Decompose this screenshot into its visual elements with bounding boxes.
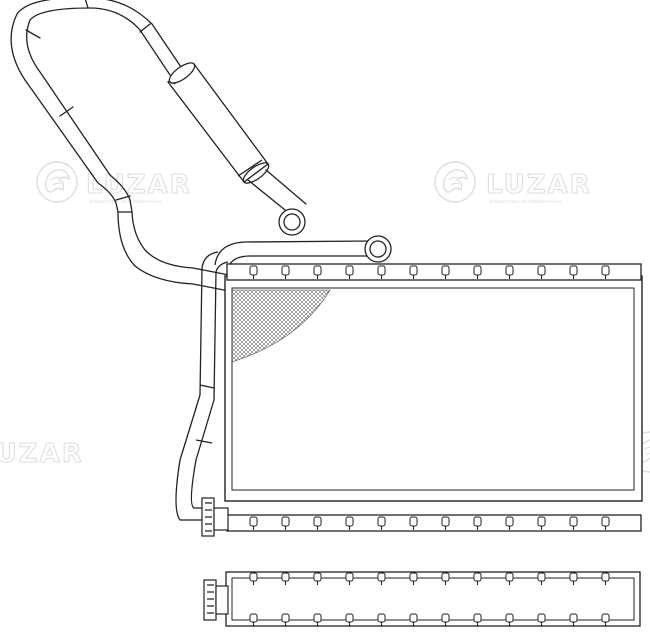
top-header-tank <box>226 263 642 281</box>
tube-slot <box>473 265 482 276</box>
tube-slot <box>569 572 578 582</box>
watermark-brand: LUZAR <box>486 170 592 200</box>
outlet-pipe <box>10 0 256 297</box>
watermark-top-left: LUZAR радиаторы автомобильные <box>36 161 192 205</box>
tube-slot <box>345 265 354 276</box>
tube-slot <box>281 613 290 623</box>
tube-slot <box>377 265 386 276</box>
ribbed-connector <box>201 497 229 537</box>
tube-slot <box>473 572 482 582</box>
tube-slot <box>505 613 514 623</box>
tube-slot <box>249 572 258 582</box>
tube-slot <box>569 613 578 623</box>
tube-slot <box>377 516 386 527</box>
watermark-tagline: радиаторы автомобильные <box>90 199 162 205</box>
tube-slot <box>281 516 290 527</box>
tube-slot <box>441 613 450 623</box>
tube-slot <box>441 516 450 527</box>
tube-slot <box>601 265 610 276</box>
tube-slot <box>409 572 418 582</box>
inlet-fitting <box>364 235 392 263</box>
luzar-emblem-icon <box>36 161 78 203</box>
tube-slot <box>505 516 514 527</box>
tube-slot <box>473 516 482 527</box>
side-view <box>203 571 641 627</box>
tube-slot <box>441 265 450 276</box>
bottom-header-tank <box>226 514 642 532</box>
tube-slot <box>601 613 610 623</box>
tube-slot <box>345 613 354 623</box>
tube-slot <box>377 613 386 623</box>
tube-slot <box>281 572 290 582</box>
watermark-edge-left: LUZAR <box>0 438 84 469</box>
tube-slot <box>409 613 418 623</box>
tube-slot <box>441 572 450 582</box>
outlet-pipe-end <box>247 169 307 215</box>
return-pipe <box>175 251 229 521</box>
tube-slot <box>313 613 322 623</box>
tube-slot <box>345 516 354 527</box>
tube-slot <box>601 516 610 527</box>
watermark-tagline: радиаторы автомобильные <box>490 199 562 205</box>
heater-core-body <box>224 275 643 502</box>
tube-slot <box>377 572 386 582</box>
luzar-emblem-icon <box>434 161 476 203</box>
fin-pattern <box>231 289 331 363</box>
tube-slot <box>537 613 546 623</box>
tube-slot <box>313 572 322 582</box>
watermark-top-right: LUZAR радиаторы автомобильные <box>434 161 592 205</box>
outlet-fitting <box>278 208 306 236</box>
side-view-connector <box>203 579 229 621</box>
watermark-brand: LUZAR <box>86 170 192 200</box>
tube-slot <box>537 572 546 582</box>
watermark-brand-fragment: LUZAR <box>0 439 84 469</box>
tube-slot <box>473 613 482 623</box>
tube-slot <box>249 265 258 276</box>
tube-slot <box>409 516 418 527</box>
tube-slot <box>313 265 322 276</box>
tube-slot <box>249 613 258 623</box>
tube-slot <box>601 572 610 582</box>
tube-slot <box>569 265 578 276</box>
tube-slot <box>249 516 258 527</box>
tube-slot <box>313 516 322 527</box>
tube-slot <box>505 265 514 276</box>
tube-slot <box>537 265 546 276</box>
tube-slot <box>505 572 514 582</box>
pipe-sleeve <box>167 62 270 184</box>
tube-slot <box>281 265 290 276</box>
tube-slot <box>345 572 354 582</box>
tube-slot <box>409 265 418 276</box>
tube-slot <box>569 516 578 527</box>
tube-slot <box>537 516 546 527</box>
